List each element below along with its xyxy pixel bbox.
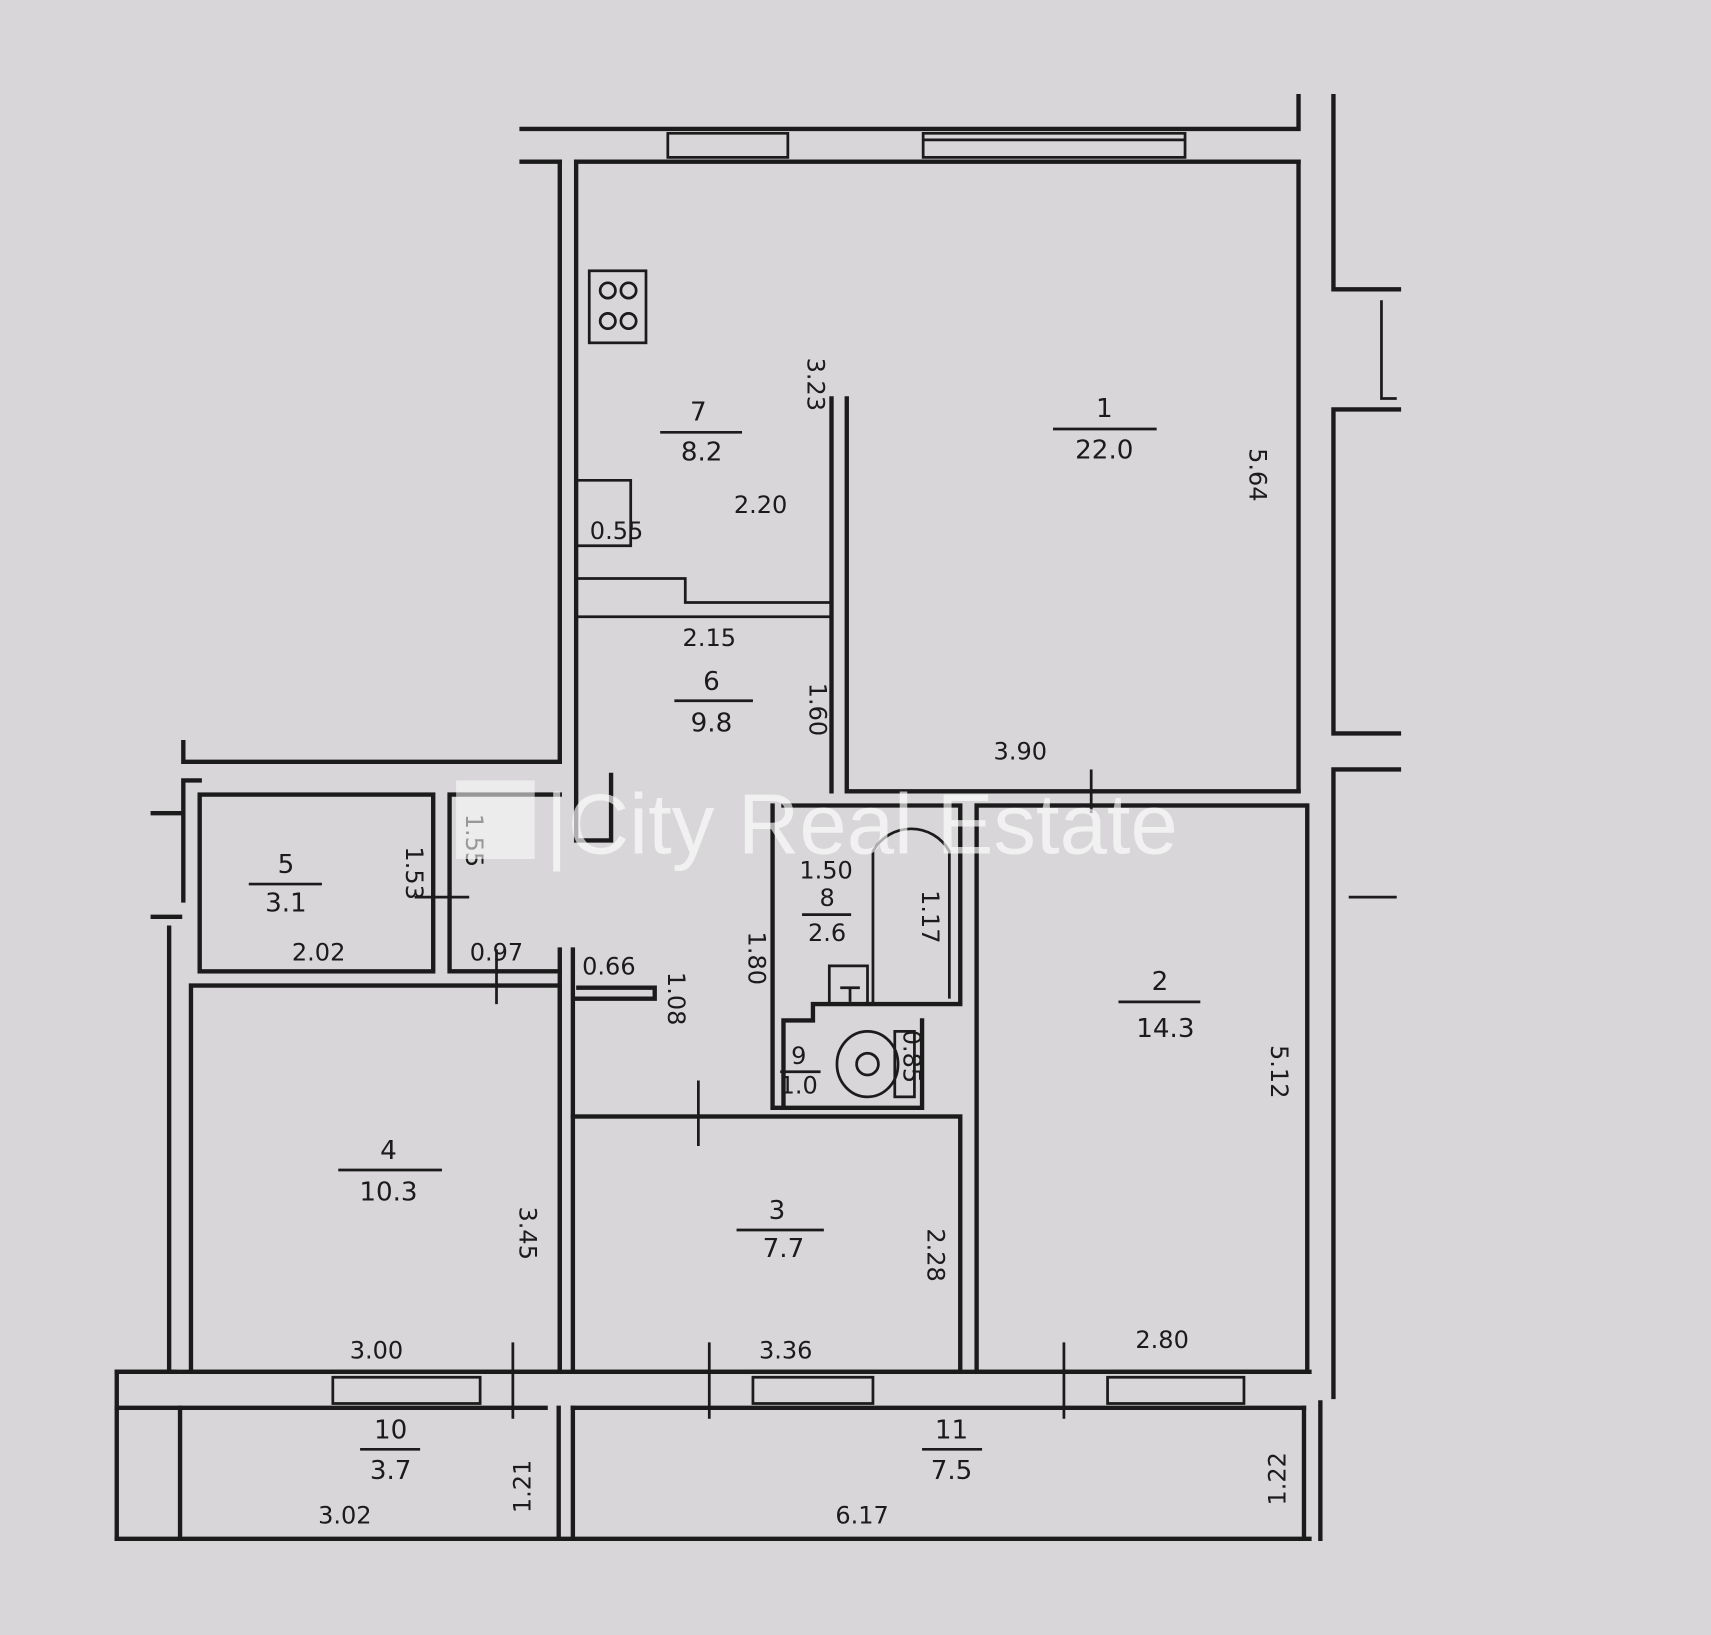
room-area: 3.1 [265, 888, 307, 918]
room-4-label: 410.3 [338, 1136, 442, 1208]
room-5-label: 53.1 [248, 850, 322, 918]
dimension: 1.21 [508, 1460, 536, 1513]
watermark-text: |City Real Estate [546, 778, 1178, 873]
room-number: 8 [819, 884, 834, 912]
walls [114, 94, 1402, 1541]
dimension: 1.08 [662, 972, 690, 1025]
room-number: 4 [380, 1136, 397, 1166]
dimension: 1.22 [1263, 1452, 1291, 1505]
room-area: 22.0 [1075, 435, 1133, 465]
dimension: 3.36 [759, 1337, 812, 1365]
dimension: 0.55 [590, 517, 643, 545]
room-area: 10.3 [359, 1178, 417, 1208]
dimension: 3.45 [513, 1207, 541, 1260]
dimension: 0.85 [898, 1030, 926, 1083]
dimension: 2.15 [683, 624, 736, 652]
room-number: 1 [1096, 394, 1113, 424]
dimension-labels: 5.64 3.90 3.23 2.20 0.55 2.15 1.60 2.02 … [292, 358, 1293, 1530]
dimension: 3.90 [994, 738, 1047, 766]
room-1-label: 122.0 [1053, 394, 1157, 465]
dimension: 5.64 [1243, 448, 1271, 501]
dimension: 3.23 [801, 358, 829, 411]
room-number: 6 [703, 667, 720, 697]
dimension: 5.12 [1265, 1045, 1293, 1098]
dimension: 2.80 [1135, 1326, 1188, 1354]
room-area: 14.3 [1136, 1014, 1194, 1044]
room-number: 11 [935, 1415, 968, 1445]
dimension: 1.53 [400, 846, 428, 899]
room-number: 9 [791, 1042, 806, 1070]
dimension: 1.17 [916, 890, 944, 943]
room-area: 1.0 [780, 1072, 818, 1100]
dimension: 0.97 [470, 938, 523, 966]
dimension: 0.66 [582, 953, 635, 981]
room-area: 9.8 [691, 708, 733, 738]
room-number: 10 [374, 1415, 407, 1445]
room-9-label: 91.0 [780, 1042, 821, 1100]
dimension: 2.28 [922, 1228, 950, 1281]
dimension: 6.17 [835, 1502, 888, 1530]
dimension: 1.80 [743, 932, 771, 985]
room-number: 2 [1152, 967, 1169, 997]
room-7-label: 78.2 [660, 397, 743, 468]
room-2-label: 214.3 [1118, 967, 1201, 1044]
room-area: 7.7 [763, 1234, 805, 1264]
dimension: 2.20 [734, 491, 787, 519]
room-area: 8.2 [681, 438, 723, 468]
room-area: 3.7 [370, 1456, 412, 1486]
room-3-label: 37.7 [736, 1196, 824, 1264]
room-6-label: 69.8 [674, 667, 753, 738]
balcony-11-label: 117.5 [922, 1415, 983, 1486]
dimension: 1.60 [804, 683, 832, 736]
dimension: 1.50 [799, 857, 852, 885]
dimension: 3.02 [318, 1502, 371, 1530]
watermark: |City Real Estate [456, 778, 1178, 873]
dimension: 3.00 [350, 1337, 403, 1365]
balcony-10-label: 103.7 [360, 1415, 421, 1486]
room-area: 2.6 [808, 919, 846, 947]
dimension: 2.02 [292, 938, 345, 966]
room-area: 7.5 [931, 1456, 973, 1486]
room-number: 5 [278, 850, 295, 880]
room-number: 3 [769, 1196, 786, 1226]
room-8-label: 82.6 [802, 884, 852, 947]
room-labels: 122.0 214.3 37.7 410.3 53.1 69.8 78.2 82… [248, 394, 1201, 1486]
room-number: 7 [690, 397, 707, 427]
